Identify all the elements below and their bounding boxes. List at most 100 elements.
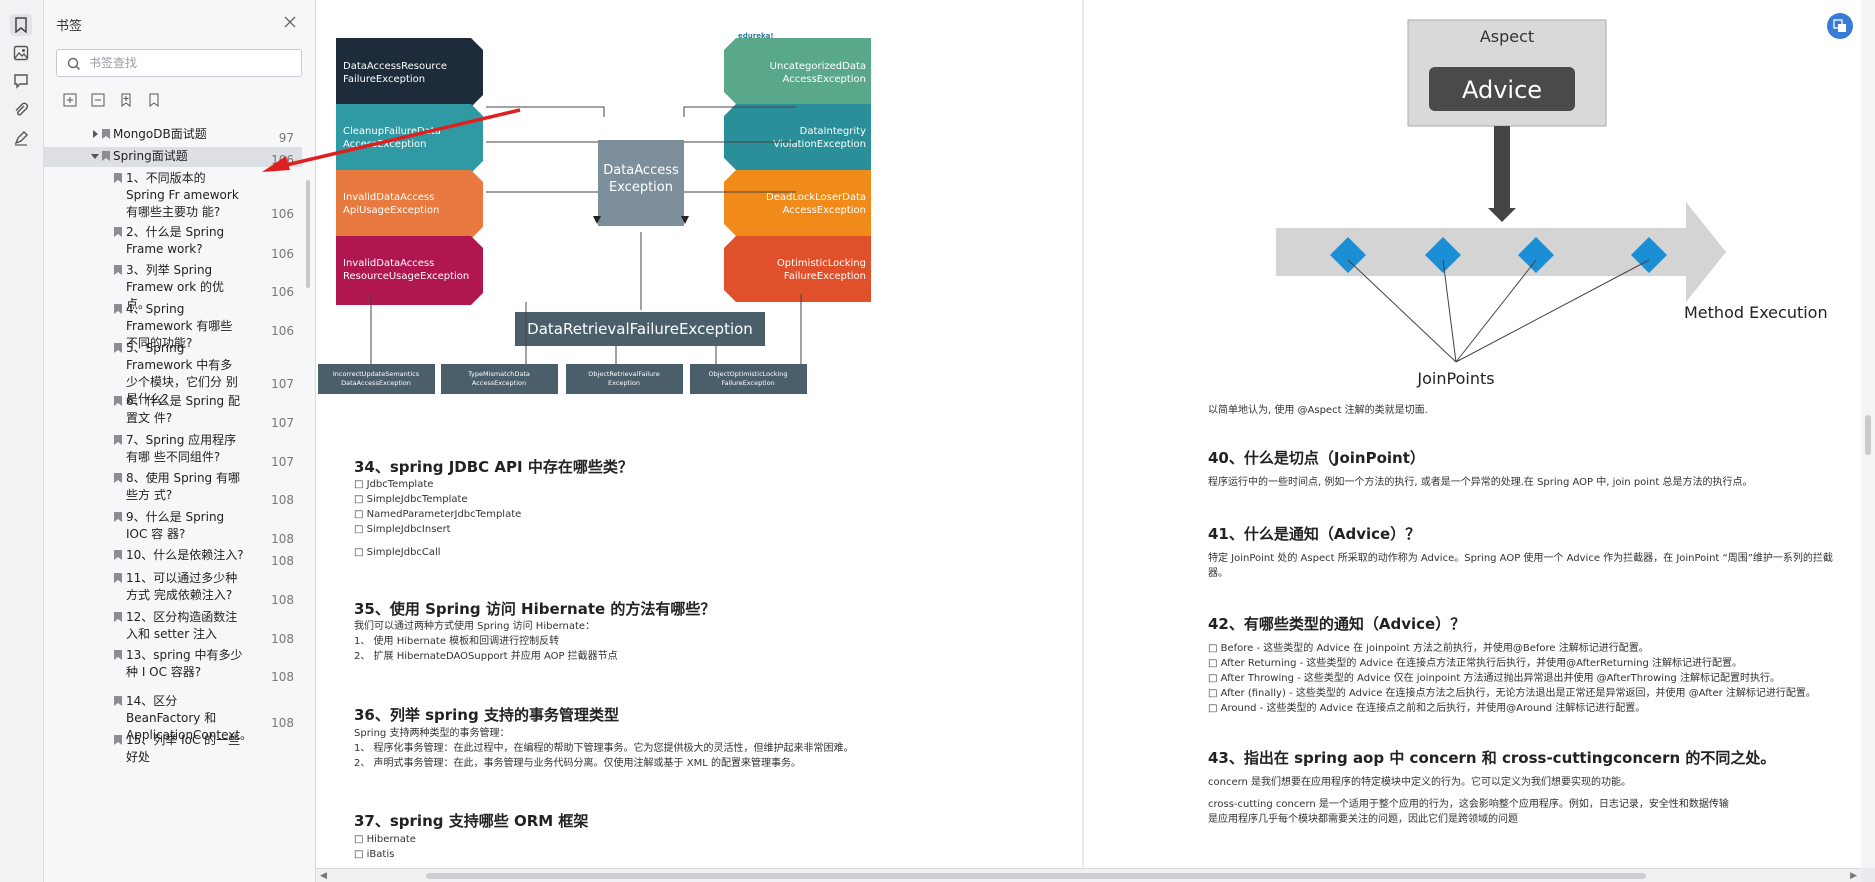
q41-body-line2: 器。 (1208, 568, 1228, 579)
attachment-icon[interactable] (10, 99, 32, 121)
document-vertical-scrollbar[interactable] (1861, 0, 1875, 868)
bookmark-label: 1、不同版本的 Spring Fr amework 有哪些主要功 能? (126, 171, 239, 219)
bookmark-icon[interactable] (146, 92, 162, 108)
bookmark-page-number: 97 (278, 131, 294, 145)
bookmark-icon (102, 151, 110, 161)
left-box-2-line1: CleanupFailureData (343, 126, 441, 137)
bookmark-item[interactable]: 9、什么是 Spring IOC 容 器? 108 (44, 508, 302, 546)
expand-all-icon[interactable] (62, 92, 78, 108)
signature-icon[interactable] (10, 127, 32, 149)
left-box-3-line1: InvalidDataAccess (343, 192, 434, 203)
bookmark-panel-icon[interactable] (10, 14, 32, 36)
leaf-1-line1: IncorrectUpdateSemantics (333, 370, 420, 378)
bookmark-item[interactable]: 7、Spring 应用程序有哪 些不同组件?107 (44, 431, 302, 469)
bookmark-page-number: 108 (271, 554, 294, 568)
bookmark-label: 8、使用 Spring 有哪些方 式? (126, 471, 240, 502)
bookmark-search-input[interactable] (89, 54, 289, 72)
advice-label: Advice (1462, 76, 1542, 104)
q34-list: □ JdbcTemplate □ SimpleJdbcTemplate □ Na… (354, 477, 521, 560)
bookmark-item[interactable]: 4、Spring Framework 有哪些不同的功能?106 (44, 300, 302, 350)
bookmark-page-number: 108 (271, 532, 294, 546)
bookmark-page-number: 108 (271, 593, 294, 607)
bookmark-toolbar (62, 92, 162, 110)
bookmark-icon (102, 129, 110, 139)
leaf-3-line2: Exception (608, 379, 640, 387)
bookmark-label: 7、Spring 应用程序有哪 些不同组件? (126, 433, 237, 464)
bookmark-item[interactable]: 1、不同版本的 Spring Fr amework 有哪些主要功 能?106 (44, 169, 302, 221)
advice-box (1429, 67, 1575, 111)
bookmark-item[interactable]: 14、区分 BeanFactory 和 ApplicationContext。1… (44, 692, 302, 742)
bookmark-item[interactable]: 5、Spring Framework 中有多少个模块，它们分 别是什么? 107 (44, 339, 302, 406)
bookmark-page-number: 107 (271, 377, 294, 391)
bookmark-item[interactable]: 10、什么是依赖注入?108 (44, 546, 302, 568)
bookmark-page-number: 106 (271, 324, 294, 338)
left-box-4-line2: ResourceUsageException (343, 271, 469, 282)
bookmark-item[interactable]: 11、可以通过多少种方式 完成依赖注入?108 (44, 569, 302, 607)
caret-right-icon[interactable] (93, 130, 98, 138)
joinpoints-label: JoinPoints (1416, 369, 1494, 388)
collapse-all-icon[interactable] (90, 92, 106, 108)
paragraph-line: 1、 使用 Hibernate 模板和回调进行控制反转 (354, 636, 560, 647)
scroll-right-icon[interactable]: ▶ (1850, 871, 1857, 881)
bookmark-item[interactable]: 3、列举 Spring Framew ork 的优点。106 (44, 261, 302, 311)
left-box-2-line2: AccessException (343, 139, 426, 150)
bookmark-item[interactable]: 2、什么是 Spring Frame work?106 (44, 223, 302, 261)
scroll-left-icon[interactable]: ◀ (320, 871, 327, 881)
close-icon[interactable] (282, 14, 298, 30)
joinpoint-diamonds (1330, 237, 1667, 273)
list-item: □ After (finally) - 这些类型的 Advice 在连接点方法之… (1208, 688, 1816, 699)
bookmark-icon (114, 512, 122, 522)
document-horizontal-scrollbar[interactable]: ◀ ▶ (316, 868, 1861, 882)
left-box-4-line1: InvalidDataAccess (343, 258, 434, 269)
q36-body: Spring 支持两种类型的事务管理： 1、 程序化事务管理：在此过程中，在编程… (354, 726, 854, 771)
bookmark-page-number: 106 (271, 247, 294, 261)
bookmark-icon (114, 396, 122, 406)
bookmark-item[interactable]: 6、什么是 Spring 配置文 件?107 (44, 392, 302, 430)
caret-down-icon[interactable] (91, 154, 99, 159)
left-icon-rail (0, 0, 44, 882)
center-line1: DataAccess (603, 163, 679, 178)
list-item: □ NamedParameterJdbcTemplate (354, 509, 522, 520)
q40-body: 程序运行中的一些时间点, 例如一个方法的执行, 或者是一个异常的处理.在 Spr… (1208, 477, 1753, 488)
bookmark-page-number: 108 (271, 493, 294, 507)
question-40-heading: 40、什么是切点（JoinPoint） (1208, 449, 1425, 467)
leaf-4-line2: FailureException (721, 379, 774, 387)
bookmark-item[interactable]: MongoDB面试题 97 (44, 125, 302, 145)
bookmark-label: MongoDB面试题 (113, 127, 207, 141)
question-34-heading: 34、spring JDBC API 中存在哪些类？ (354, 458, 633, 476)
right-box-2-line1: DataIntegrity (800, 126, 866, 137)
add-bookmark-icon[interactable] (118, 92, 134, 108)
leaf-2-line2: AccessException (472, 379, 526, 387)
bookmark-page-number: 108 (271, 716, 294, 730)
translate-icon[interactable] (1827, 13, 1853, 39)
bookmark-icon (114, 435, 122, 445)
bookmark-page-number: 108 (271, 670, 294, 684)
bookmark-item[interactable]: 13、spring 中有多少种 I OC 容器?108 (44, 646, 302, 684)
bookmark-icon (114, 173, 122, 183)
comment-icon[interactable] (10, 70, 32, 92)
bookmark-label: Spring面试题 (113, 149, 188, 163)
q43-body-line3: 是应用程序几乎每个模块都需要关注的问题，因此它们是跨领域的问题 (1208, 814, 1518, 825)
bookmark-label: 15、列举 IoC 的一些好处 (126, 733, 241, 764)
bookmark-item[interactable]: 8、使用 Spring 有哪些方 式? 108 (44, 469, 302, 507)
svg-text:DataAccessException: DataAccessException (603, 163, 679, 195)
right-box-4-line1: OptimisticLocking (777, 258, 866, 269)
list-item: □ iBatis (354, 849, 395, 860)
thumbnail-image-icon[interactable] (10, 42, 32, 64)
bookmark-label: 5、Spring Framework 中有多少个模块，它们分 别是什么? (126, 341, 238, 406)
bookmark-item[interactable]: 15、列举 IoC 的一些好处 (44, 731, 302, 764)
list-item: □ Around - 这些类型的 Advice 在连接点之前和之后执行，并使用@… (1208, 703, 1646, 714)
panel-scrollbar[interactable] (306, 180, 310, 288)
bookmark-label: 9、什么是 Spring IOC 容 器? (126, 510, 225, 541)
bookmark-icon (114, 573, 122, 583)
right-box-2-line2: ViolationException (773, 139, 866, 150)
